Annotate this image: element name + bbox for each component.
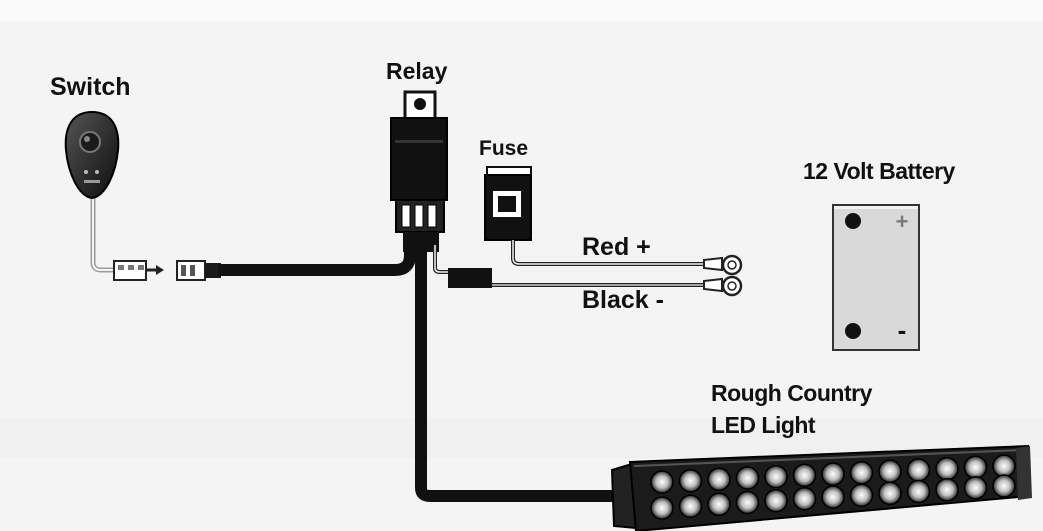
- light-harness-wire: [415, 250, 635, 502]
- led-lens-icon: [878, 481, 902, 506]
- battery-negative-label: -: [898, 315, 907, 345]
- battery-label: 12 Volt Battery: [803, 158, 955, 184]
- led-row-bottom: [650, 474, 1016, 520]
- led-lens-icon: [849, 483, 874, 507]
- relay-label: Relay: [386, 58, 448, 84]
- switch-icon: [64, 110, 120, 273]
- led-lens-icon: [764, 488, 788, 513]
- led-lens-icon: [821, 462, 845, 486]
- led-lens-icon: [764, 464, 788, 489]
- led-lens-icon: [735, 490, 760, 515]
- battery-positive-label: +: [896, 209, 909, 234]
- switch-connector-icon: [113, 260, 221, 281]
- led-lens-icon: [650, 470, 674, 494]
- led-light-label-line1: Rough Country: [711, 380, 872, 406]
- led-lens-icon: [792, 487, 817, 511]
- led-lens-icon: [963, 455, 988, 480]
- led-lens-icon: [992, 474, 1016, 498]
- wire-sleeve: [448, 268, 492, 288]
- led-lens-icon: [707, 492, 731, 517]
- led-lens-icon: [792, 463, 817, 488]
- red-wire-label: Red +: [582, 233, 651, 261]
- switch-harness-wire: [218, 232, 416, 276]
- led-row-top: [650, 454, 1016, 494]
- led-light-label-line2: LED Light: [711, 412, 816, 438]
- led-lens-icon: [935, 477, 959, 502]
- fuse-icon: [484, 166, 532, 241]
- led-lens-icon: [878, 459, 902, 484]
- fuse-label: Fuse: [479, 137, 529, 160]
- led-lens-icon: [935, 456, 959, 481]
- led-lens-icon: [906, 479, 931, 504]
- led-lens-icon: [678, 468, 703, 493]
- switch-label: Switch: [50, 73, 131, 101]
- led-lens-icon: [821, 485, 845, 509]
- led-lens-icon: [992, 454, 1016, 478]
- led-light-bar-icon: [610, 444, 1032, 531]
- led-lens-icon: [678, 494, 703, 518]
- led-lens-icon: [650, 496, 674, 520]
- ring-terminal-red-icon: [703, 254, 743, 276]
- relay-icon: [390, 90, 448, 252]
- led-lens-icon: [707, 467, 731, 492]
- battery-icon: + -: [832, 204, 920, 351]
- led-lens-icon: [963, 476, 988, 500]
- ring-terminal-black-icon: [703, 275, 743, 297]
- black-wire-label: Black -: [582, 286, 664, 314]
- led-lens-icon: [849, 460, 874, 485]
- led-lens-icon: [735, 466, 760, 490]
- led-lens-icon: [906, 458, 931, 482]
